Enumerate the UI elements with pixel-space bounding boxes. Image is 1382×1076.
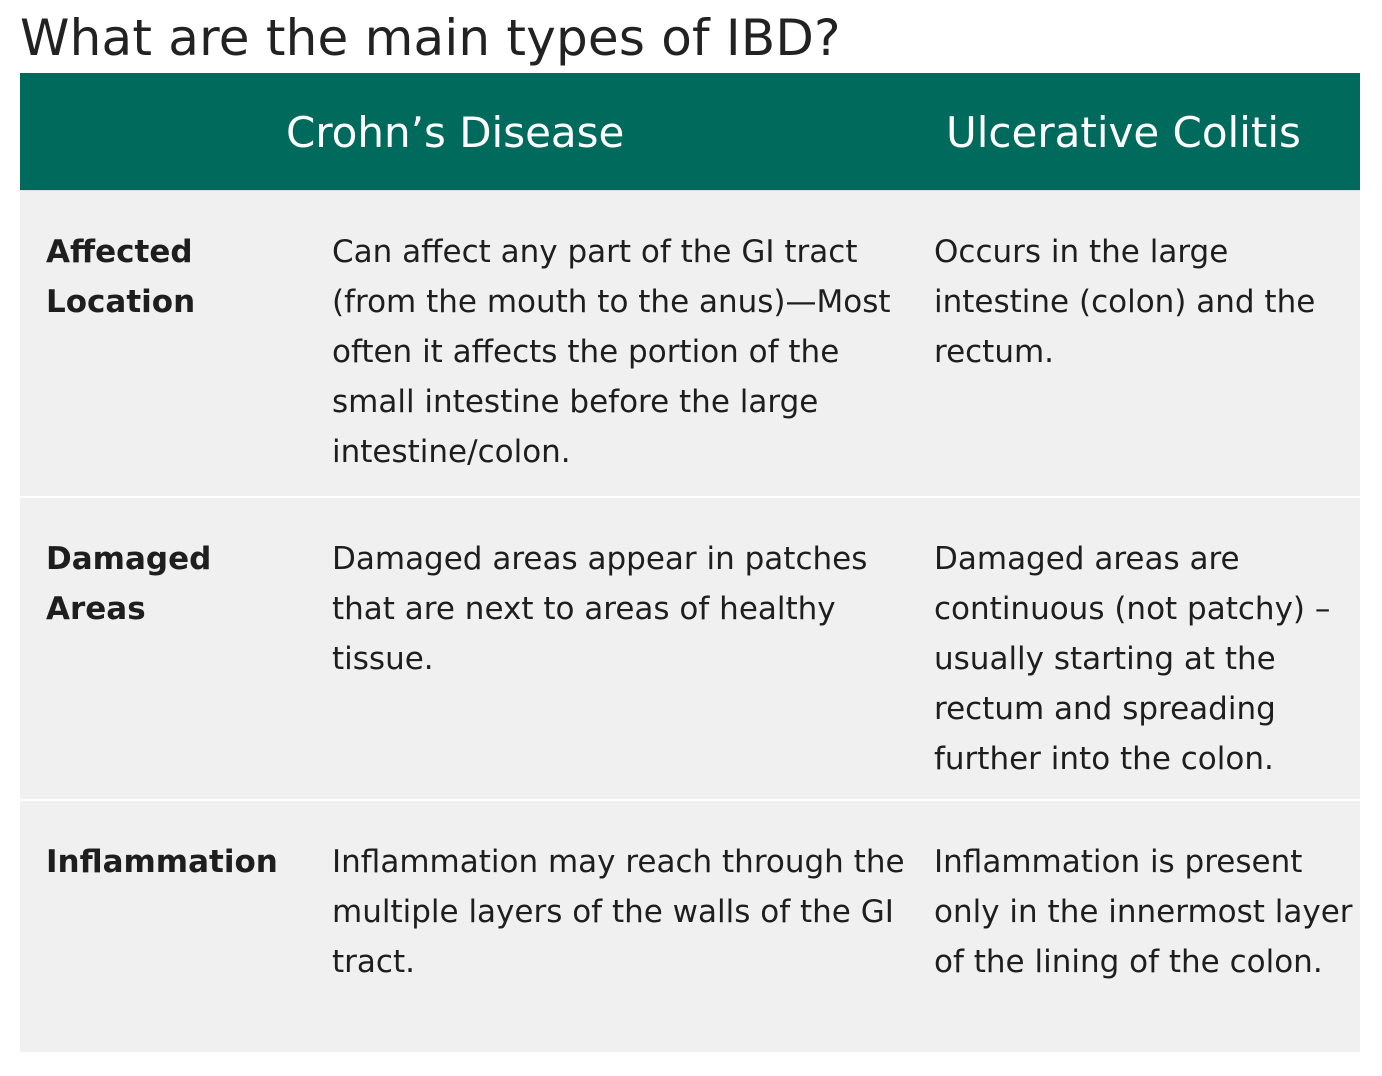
ulcerative-colitis-cell: Damaged areas are continuous (not patchy…: [934, 541, 1331, 777]
column-header-ulcerative-colitis: Ulcerative Colitis: [946, 108, 1301, 157]
row-label: Damaged Areas: [46, 541, 212, 627]
ibd-comparison-table: Crohn’s Disease Ulcerative Colitis Affec…: [20, 73, 1360, 1052]
ulcerative-colitis-cell: Occurs in the large intestine (colon) an…: [934, 234, 1316, 370]
crohns-cell: Damaged areas appear in patches that are…: [332, 541, 868, 677]
crohns-cell: Can affect any part of the GI tract (fro…: [332, 234, 891, 470]
row-label: Affected Location: [46, 234, 196, 320]
page-title: What are the main types of IBD?: [20, 9, 841, 67]
ulcerative-colitis-cell: Inflammation is present only in the inne…: [934, 844, 1353, 980]
table-row-damaged-areas: Damaged Areas Damaged areas appear in pa…: [20, 496, 1360, 799]
column-header-crohns: Crohn’s Disease: [286, 108, 625, 157]
table-header: Crohn’s Disease Ulcerative Colitis: [20, 73, 1360, 190]
crohns-cell: Inflammation may reach through the multi…: [332, 844, 905, 980]
table-row-inflammation: Inflammation Inflammation may reach thro…: [20, 799, 1360, 1052]
table-row-affected-location: Affected Location Can affect any part of…: [20, 190, 1360, 496]
row-label: Inflammation: [46, 844, 278, 880]
